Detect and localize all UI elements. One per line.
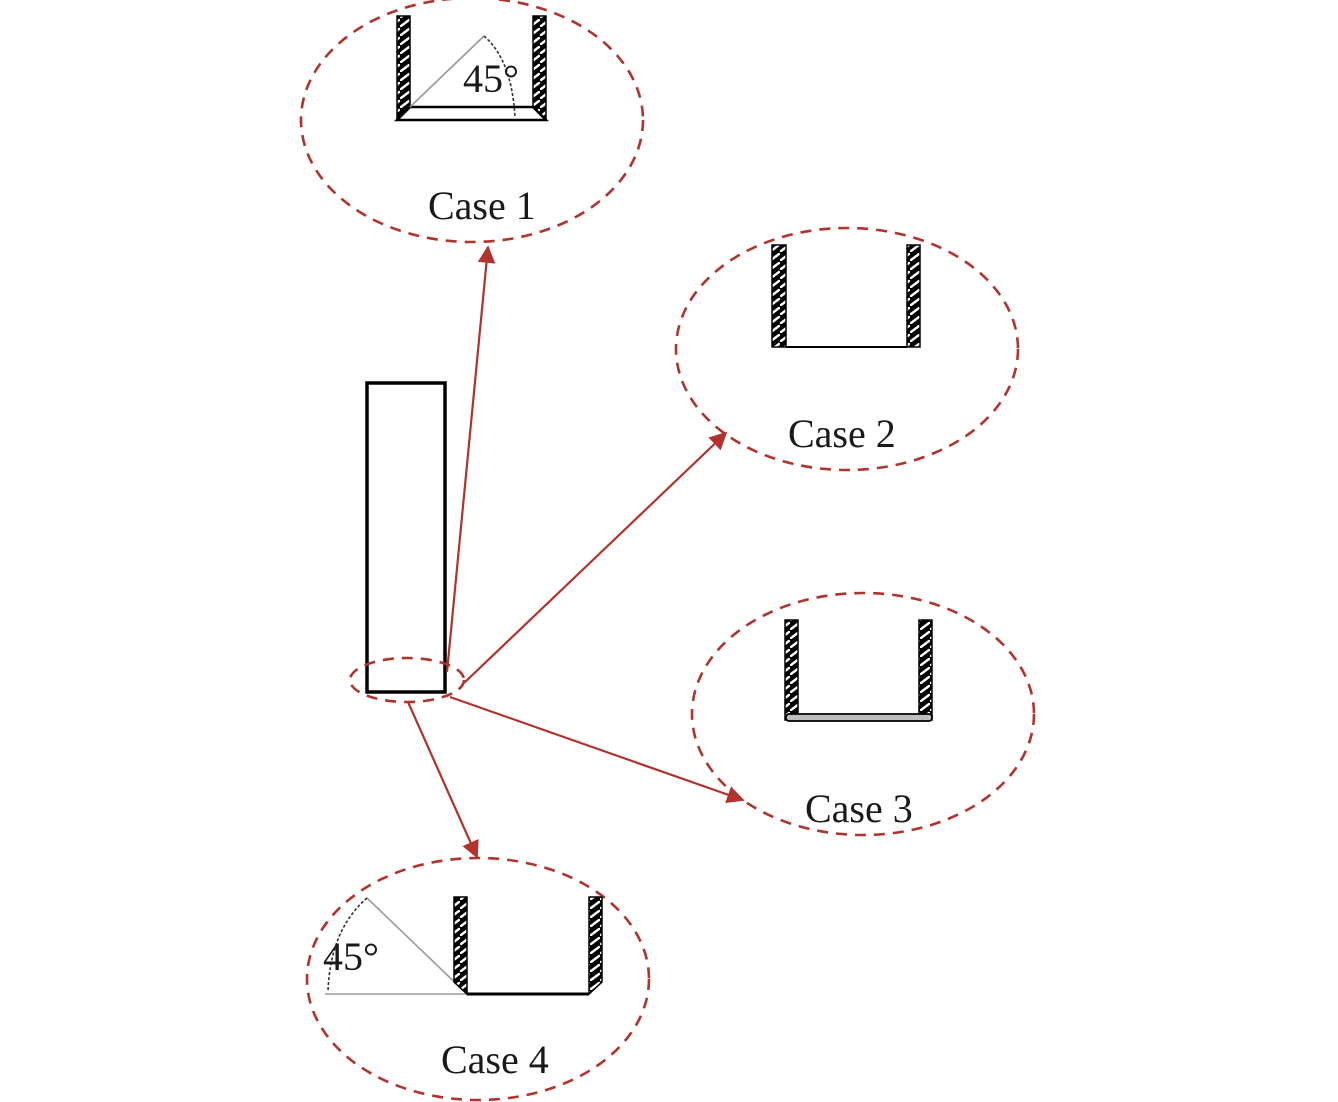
case-4-angle-guide <box>366 897 468 995</box>
column-specimen <box>348 381 466 704</box>
case-1-group: 45° Case 1 <box>299 0 645 244</box>
case-1-label: Case 1 <box>428 183 536 228</box>
arrows <box>406 245 745 859</box>
case-1-right-wall <box>532 15 547 121</box>
case-2-ellipse <box>674 226 1020 472</box>
arrow-to-case-3 <box>449 695 745 804</box>
case-2-group: Case 2 <box>674 226 1020 472</box>
case-4-ellipse <box>305 856 651 1102</box>
case-3-label: Case 3 <box>805 786 913 831</box>
case-1-angle-arc <box>483 35 516 119</box>
case-1-left-wall <box>396 15 411 121</box>
case-4-label: Case 4 <box>441 1037 549 1082</box>
case-3-group: Case 3 <box>690 591 1036 837</box>
case-3-bottom-plate <box>785 713 933 722</box>
case-4-left-wall <box>453 896 468 996</box>
case-3-ellipse <box>690 591 1036 837</box>
case-3-right-wall <box>918 619 933 721</box>
arrow-to-case-1 <box>445 245 496 673</box>
case-1-angle-label: 45° <box>463 56 519 101</box>
arrow-to-case-2 <box>463 431 728 684</box>
base-highlight-ellipse <box>348 656 466 704</box>
case-1-bottom-plate <box>393 105 550 122</box>
case-1-ellipse <box>299 0 645 244</box>
case-2-label: Case 2 <box>788 411 896 456</box>
case-4-group: 45° Case 4 <box>305 856 651 1102</box>
case-2-right-wall <box>906 244 921 348</box>
arrow-to-case-4 <box>406 701 479 859</box>
case-4-right-wall <box>588 896 603 996</box>
column-outline <box>365 381 447 694</box>
case-4-angle-label: 45° <box>323 934 379 979</box>
case-4-angle-arc <box>327 897 368 993</box>
case-3-left-wall <box>784 619 799 721</box>
case-1-angle-guide <box>409 35 485 108</box>
case-2-left-wall <box>771 244 787 348</box>
